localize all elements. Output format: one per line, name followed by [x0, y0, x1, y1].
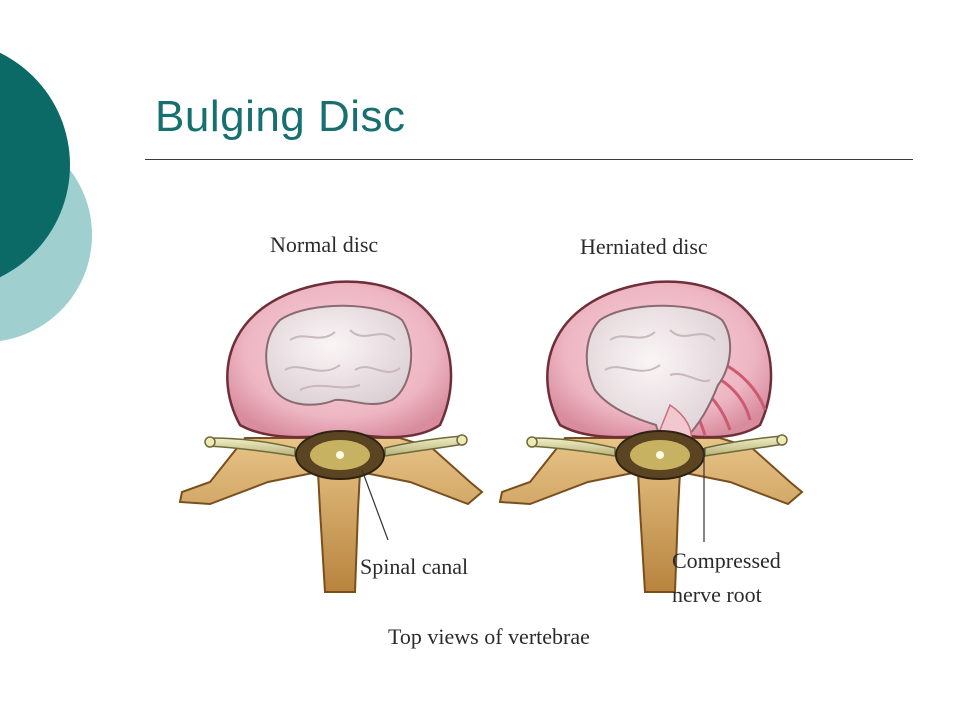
normal-vertebra-bone: [178, 437, 484, 593]
herniated-spinal-center: [656, 451, 664, 459]
herniated-disc-label: Herniated disc: [580, 234, 708, 259]
normal-nerve-tip-right: [456, 434, 468, 446]
normal-spinal-center: [336, 451, 344, 459]
normal-canal-pointer: [361, 469, 389, 541]
normal-vertebra: [178, 280, 484, 593]
spinal-canal-label: Spinal canal: [360, 554, 468, 579]
figure-caption: Top views of vertebrae: [388, 624, 590, 649]
normal-nerve-tip-left: [204, 436, 216, 448]
decor-circle-dark: [0, 52, 70, 278]
normal-disc-label: Normal disc: [270, 232, 378, 257]
herniated-nerve-tip-right: [776, 434, 788, 446]
herniated-tear-streaks: [673, 358, 767, 436]
slide-decoration: [0, 52, 92, 341]
title-divider: [145, 159, 913, 160]
vertebrae-illustration: Normal disc Herniated disc Spinal canal …: [178, 232, 804, 649]
herniated-nucleus-texture: [604, 329, 716, 383]
compressed-label-line1: Compressed: [672, 548, 781, 573]
normal-nucleus: [265, 304, 413, 406]
herniated-vertebra-bone: [498, 437, 804, 593]
herniated-nerve-tip-left: [526, 436, 538, 448]
slide-title: Bulging Disc: [155, 92, 406, 141]
herniated-vertebra: [498, 280, 804, 593]
normal-nucleus-texture: [284, 329, 401, 391]
compressed-label-line2: nerve root: [672, 582, 762, 607]
